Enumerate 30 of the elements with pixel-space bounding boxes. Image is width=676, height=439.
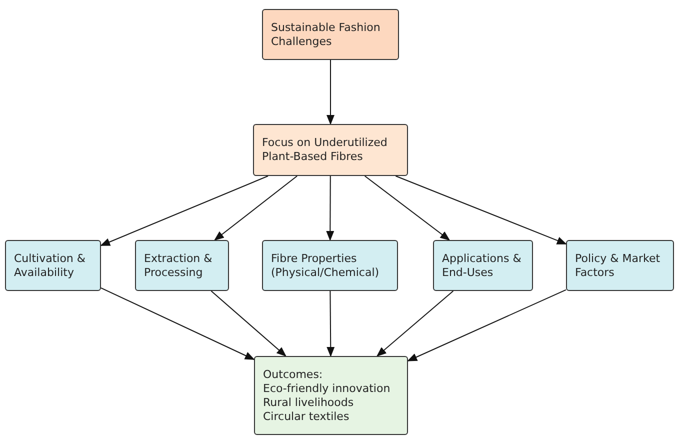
arrow (326, 176, 334, 241)
arrow (214, 176, 298, 241)
arrow (395, 176, 567, 244)
box-text: Rural livelihoods (263, 396, 355, 410)
process-box (433, 240, 533, 291)
box-text: Cultivation & Availability (14, 252, 86, 280)
process-box (262, 9, 399, 60)
box-text: Sustainable Fashion Challenges (271, 20, 382, 48)
arrow (100, 287, 255, 360)
arrow (326, 290, 335, 357)
process-box (135, 240, 229, 291)
process-box (262, 240, 398, 291)
box-text: Fibre Properties (Physical/Chemical) (271, 252, 380, 280)
process-box (5, 240, 101, 291)
box-text: Policy & Market Factors (575, 252, 662, 280)
box-text: Eco-friendly innovation (263, 382, 392, 396)
box-text: Extraction & Processing (144, 252, 214, 280)
arrow (376, 290, 454, 357)
process-box (254, 356, 408, 435)
arrow (210, 290, 286, 357)
box-text: Circular textiles (263, 410, 350, 424)
process-box (253, 124, 408, 176)
box-text: Applications & End-Uses (442, 252, 522, 280)
box-text: Focus on Underutilized Plant-Based Fibres (262, 136, 388, 164)
arrow (407, 289, 566, 362)
process-box (566, 240, 674, 291)
box-text: Outcomes: (263, 368, 324, 382)
arrow (364, 176, 450, 241)
arrow (326, 60, 334, 125)
arrow (100, 176, 269, 246)
